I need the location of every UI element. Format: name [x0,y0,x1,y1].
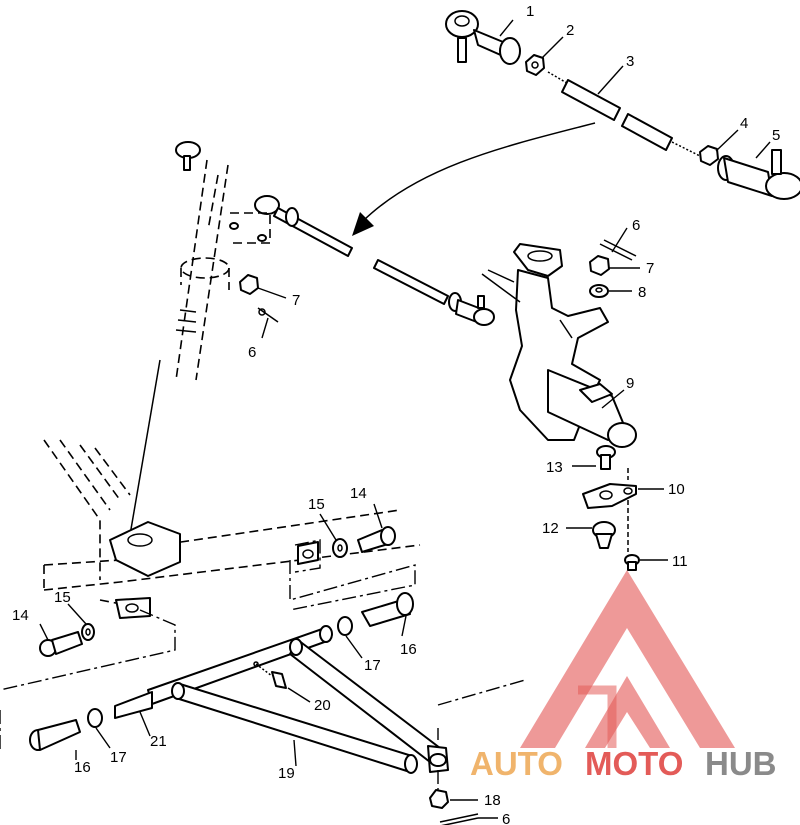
callout-9: 9 [626,375,634,392]
washer-17-right [337,616,353,636]
washer-15-right [332,538,348,558]
callout-13: 13 [546,459,563,476]
washer-right [589,284,609,298]
bolt-14-right [357,526,396,553]
tie-rod-end-upper [175,141,201,171]
callout-6-bottom: 6 [502,811,510,825]
callout-15-right: 15 [308,496,325,513]
callout-16-right: 16 [400,641,417,658]
callout-5: 5 [772,127,780,144]
frame-bracket-right [294,539,321,573]
callout-2: 2 [566,22,574,39]
cotter-pin-right [599,239,637,261]
grease-fitting-20 [253,661,287,689]
tie-rod-end-left [445,10,521,65]
callout-14-right: 14 [350,485,367,502]
bolt-13 [596,445,616,470]
callout-17-left: 17 [110,749,127,766]
bolt-14-left [39,631,83,657]
callout-14-left: 14 [12,607,29,624]
automotohub-logo [520,570,735,748]
callout-19: 19 [278,765,295,782]
callout-8: 8 [638,284,646,301]
callout-11: 11 [672,553,688,570]
castle-nut-upper [239,274,279,323]
bolt-11 [624,554,640,571]
leader-lines [39,19,771,819]
callout-21: 21 [150,733,167,750]
castle-nut-right [589,255,610,276]
callout-17-right: 17 [364,657,381,674]
logo-text-moto: MOTO [585,745,683,782]
callout-15-left: 15 [54,589,71,606]
jam-nut-left [525,54,545,76]
callout-20: 20 [314,697,331,714]
assembly-arrow [361,122,596,223]
washer-17-left [87,708,103,728]
callout-1: 1 [526,3,534,20]
callout-6-right: 6 [632,217,640,234]
callout-18: 18 [484,792,501,809]
tie-rod-sleeve [547,71,701,157]
ball-joint-12 [592,521,616,549]
callout-3: 3 [626,53,634,70]
steering-knuckle [481,243,637,448]
callout-6-left: 6 [248,344,256,361]
callout-16-left: 16 [74,759,91,776]
washer-15-left [81,623,95,641]
callout-7-left: 7 [292,292,300,309]
frame-outline [43,439,421,611]
bushing-16-left [29,719,81,751]
cotter-pin-lower [439,813,479,825]
callout-10: 10 [668,481,685,498]
tie-rod-end-right [717,149,800,200]
nut-18 [429,789,449,809]
a-arm-19 [114,625,449,774]
callout-4: 4 [740,115,748,132]
logo-text-hub: HUB [705,745,777,782]
assembled-tie-rod [254,195,495,326]
arrow-head-icon [352,212,374,236]
callout-7-right: 7 [646,260,654,277]
bushing-16-right [361,592,414,627]
frame-bracket [109,521,181,619]
plate-10 [582,483,637,509]
callout-12: 12 [542,520,559,537]
steering-shaft [129,159,271,536]
logo-text-auto: AUTO [470,745,563,782]
jam-nut-right [699,145,719,166]
